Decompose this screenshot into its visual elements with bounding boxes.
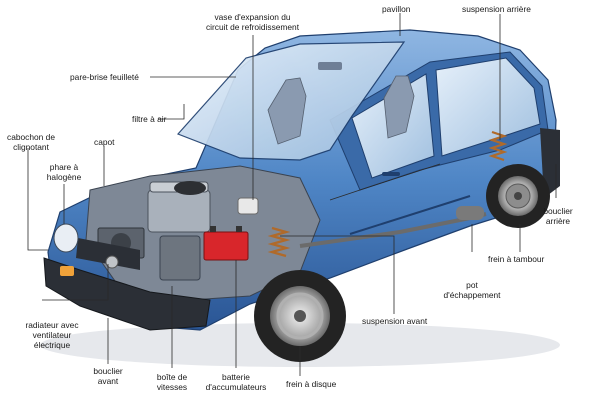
leader-line: [42, 264, 109, 301]
front-suspension: [267, 226, 291, 258]
label-rear-suspension: suspension arrière: [462, 4, 531, 14]
front-bumper: [43, 257, 211, 331]
label-line: vase d'expansion du: [214, 12, 291, 22]
steering-wheel: [318, 62, 342, 70]
front-seat: [267, 77, 307, 145]
battery-terminal: [210, 226, 216, 232]
label-front-bumper: bouclier avant: [86, 366, 130, 386]
label-line: vitesses: [156, 382, 188, 392]
rear-suspension: [488, 130, 508, 162]
label-line: d'échappement: [443, 290, 501, 300]
label-line: bouclier: [93, 366, 123, 376]
air-filter: [174, 181, 206, 195]
label-line: clignotant: [13, 142, 49, 152]
label-line: bouclier: [543, 206, 573, 216]
label-battery: batterie d'accumulateurs: [200, 372, 272, 392]
label-exhaust: pot d'échappement: [436, 280, 508, 300]
muffler: [456, 206, 484, 220]
label-front-suspension: suspension avant: [362, 316, 428, 326]
brake-disc: [276, 292, 324, 340]
leader-lines: [27, 13, 557, 376]
door-seam: [329, 163, 441, 201]
rear-window: [435, 57, 541, 157]
gearbox: [159, 235, 201, 281]
label-line: halogène: [46, 172, 82, 182]
label-line: pot: [466, 280, 478, 290]
label-line: circuit de refroidissement: [205, 22, 300, 32]
label-line: ventilateur: [32, 330, 72, 340]
label-line: cabochon de: [7, 132, 55, 142]
label-indicator-lamp: cabochon de clignotant: [2, 132, 60, 152]
label-line: arrière: [545, 216, 571, 226]
door-handle: [382, 172, 400, 176]
label-line: avant: [97, 376, 119, 386]
label-rear-bumper: bouclier arrière: [538, 206, 578, 226]
label-gearbox: boîte de vitesses: [148, 372, 196, 392]
label-radiator: radiateur avec ventilateur électrique: [16, 320, 88, 350]
leader-line: [27, 148, 48, 251]
rear-hub: [514, 192, 522, 200]
label-windshield: pare-brise feuilleté: [70, 72, 139, 82]
brand-badge: [105, 255, 119, 269]
rear-seat: [383, 75, 415, 139]
label-line: batterie: [222, 372, 250, 382]
front-hub: [294, 310, 306, 322]
label-hood: capot: [94, 137, 115, 147]
label-headlight: phare à halogène: [42, 162, 86, 182]
label-disc-brake: frein à disque: [286, 379, 337, 389]
battery-terminal: [236, 226, 242, 232]
side-trim: [349, 195, 471, 235]
label-air-filter: filtre à air: [132, 114, 167, 124]
headlight: [53, 223, 79, 253]
grille: [76, 238, 140, 270]
indicator-lamp: [60, 266, 74, 276]
label-line: d'accumulateurs: [205, 382, 267, 392]
label-line: phare à: [49, 162, 79, 172]
label-expansion-tank: vase d'expansion du circuit de refroidis…: [185, 12, 320, 32]
battery: [203, 231, 249, 261]
leader-line: [280, 235, 395, 314]
label-line: radiateur avec: [25, 320, 79, 330]
label-line: électrique: [33, 340, 71, 350]
leader-line: [158, 104, 185, 120]
label-line: boîte de: [156, 372, 188, 382]
label-drum-brake: frein à tambour: [488, 254, 545, 264]
engine-block: [147, 189, 211, 233]
label-roof: pavillon: [382, 4, 411, 14]
expansion-tank: [237, 197, 259, 215]
